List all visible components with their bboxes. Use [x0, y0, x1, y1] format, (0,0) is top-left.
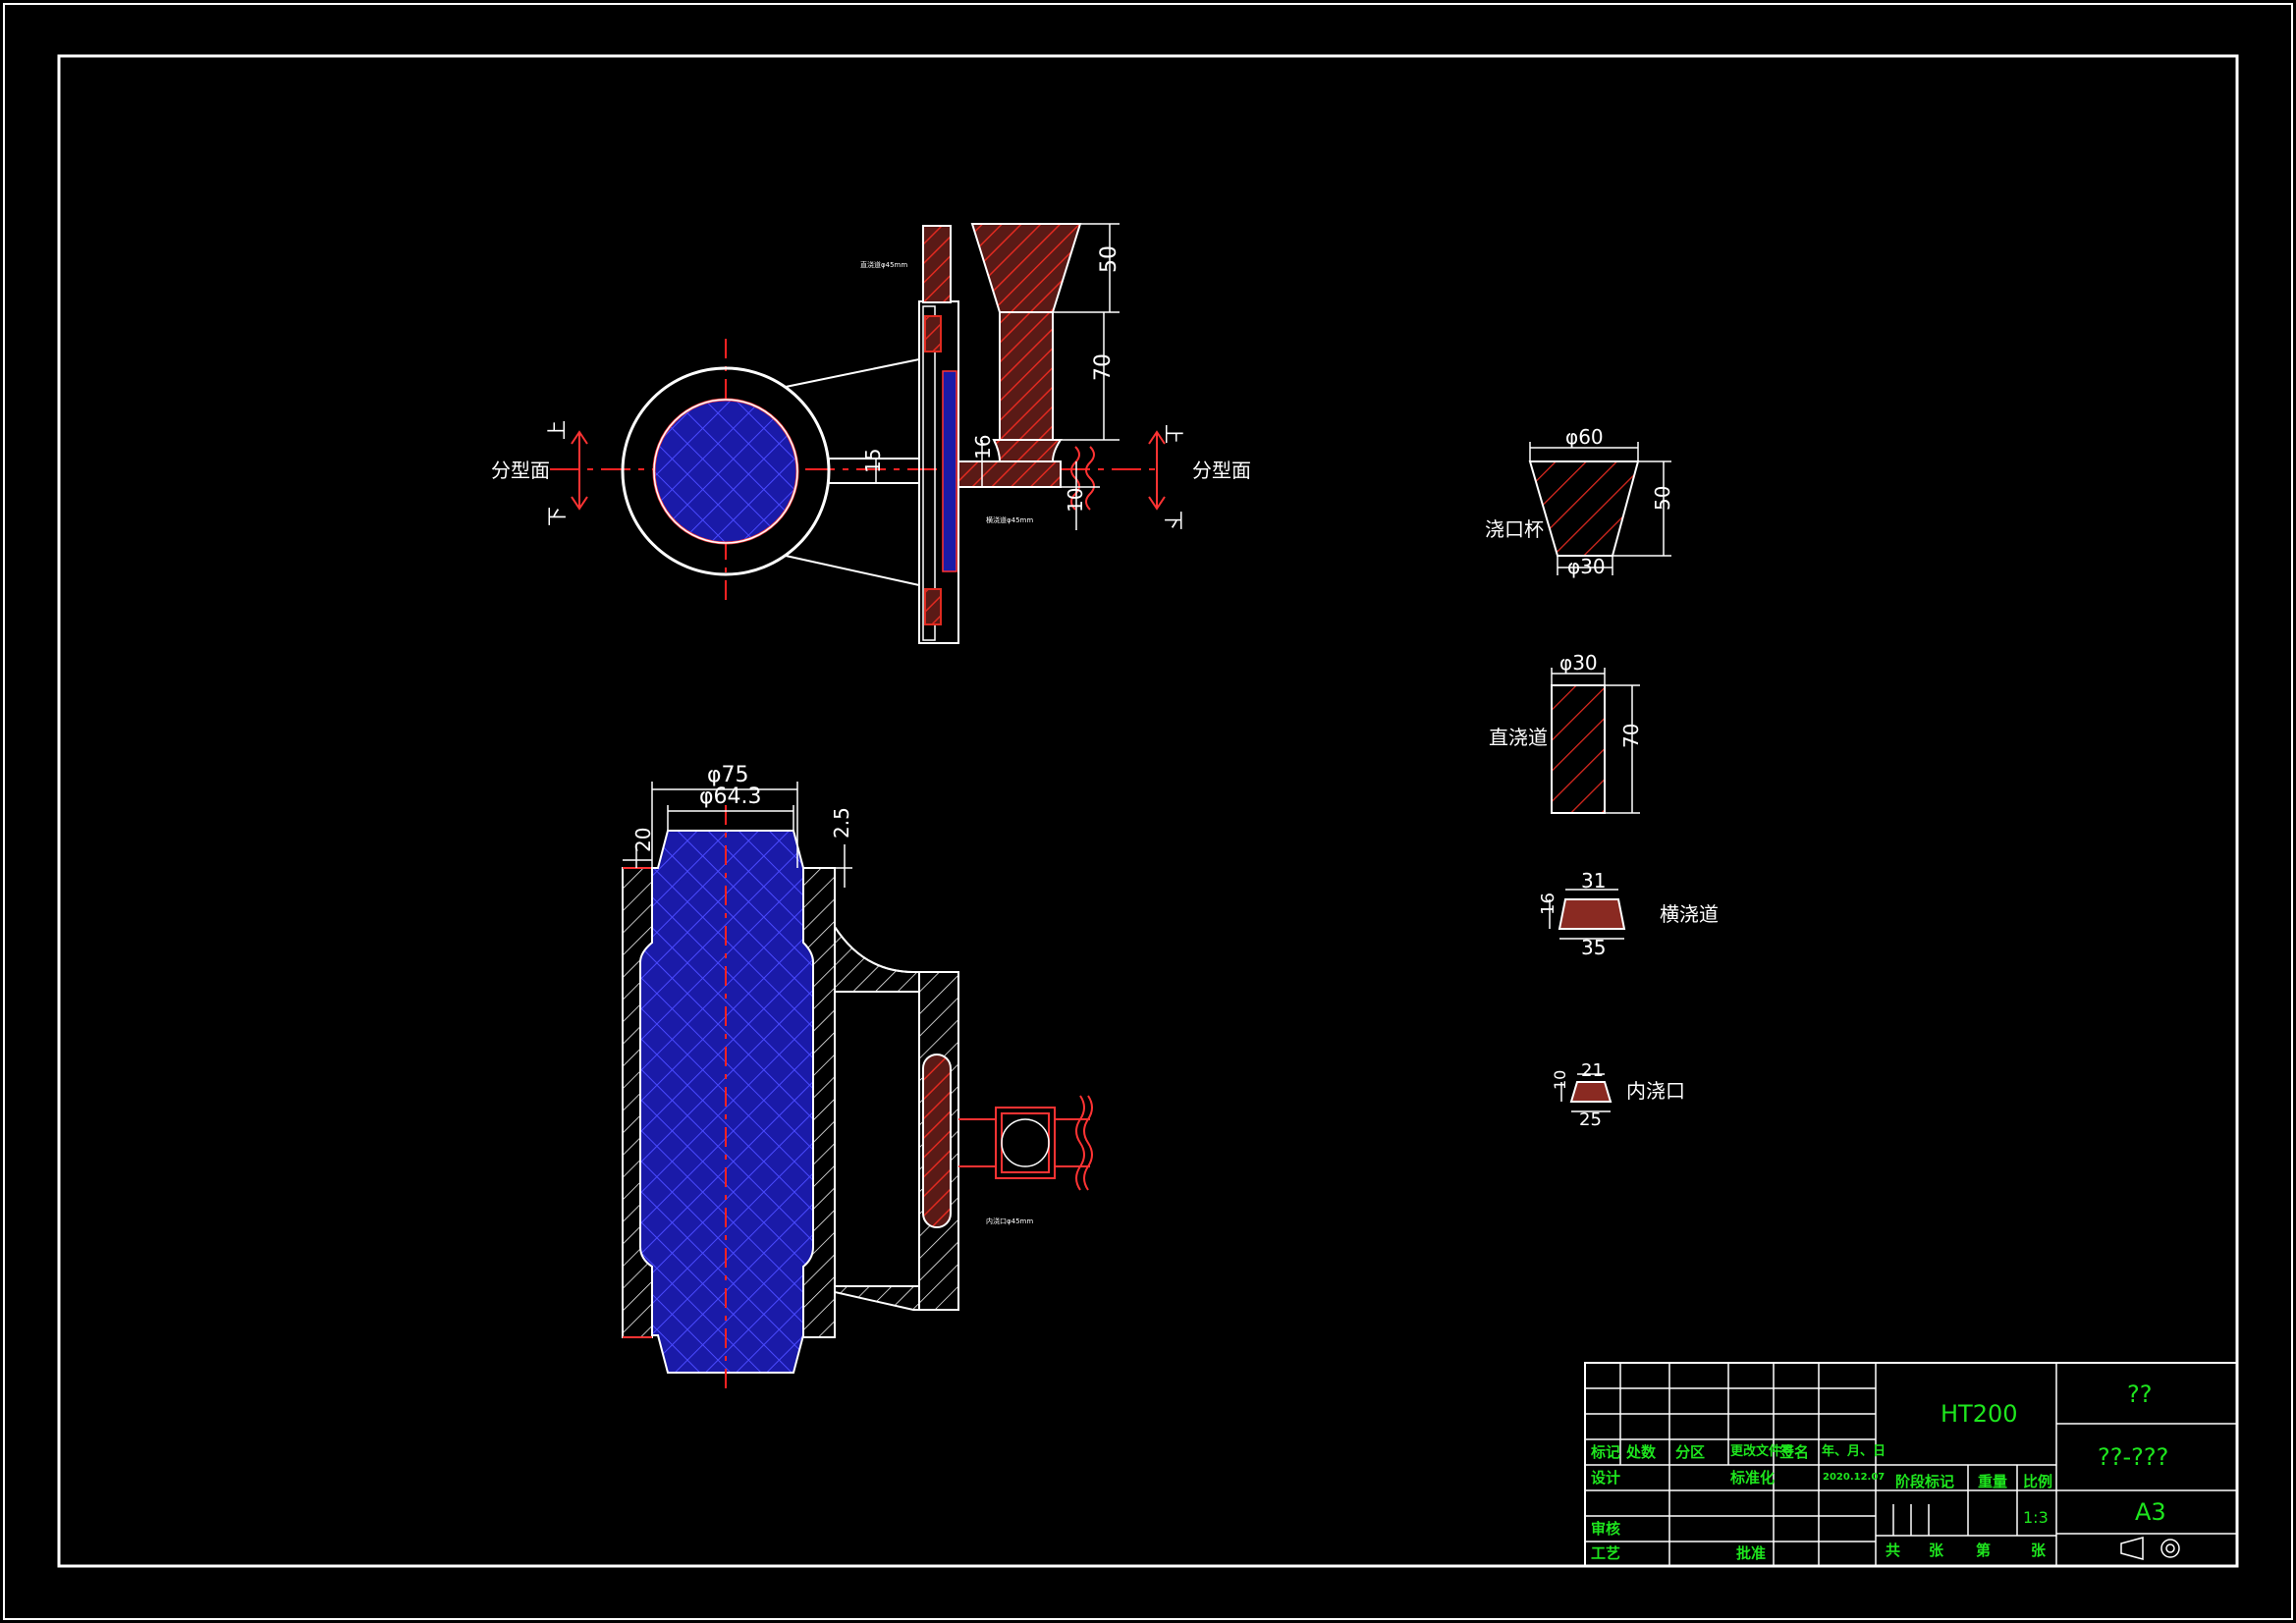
outer-border — [3, 3, 2293, 1620]
tb-sheet-total: 共 — [1886, 1542, 1901, 1559]
dim-flange-20: 20 — [631, 828, 655, 852]
cup-bottom-dia: φ30 — [1567, 555, 1606, 578]
tb-role-check: 审核 — [1591, 1520, 1621, 1538]
ingate-bottom-width: 25 — [1579, 1109, 1602, 1130]
ingate-top-width: 21 — [1581, 1060, 1604, 1081]
tb-part-name: ?? — [2127, 1380, 2153, 1408]
label-up-left: 上 — [545, 420, 569, 440]
tb-sheet-unit-2: 张 — [2031, 1542, 2047, 1559]
tb-material: HT200 — [1941, 1400, 2018, 1428]
sprue-dia: φ30 — [1559, 651, 1598, 675]
sprue-height: 70 — [1619, 724, 1643, 748]
dim-runner-16: 16 — [971, 435, 995, 460]
label-down-left: 下 — [545, 507, 569, 526]
runner-height: 16 — [1538, 893, 1558, 915]
runner-label: 横浇道 — [1660, 902, 1719, 926]
dim-neck-15: 15 — [861, 449, 885, 473]
note-top-1: 直浇道φ45mm — [860, 260, 907, 269]
tb-header-count: 处数 — [1626, 1443, 1657, 1461]
cup-top-dia: φ60 — [1565, 425, 1604, 449]
ingate-label: 内浇口 — [1626, 1079, 1685, 1103]
cup-label: 浇口杯 — [1485, 517, 1544, 541]
projection-symbol-icon — [2120, 1537, 2180, 1560]
tb-role-approve: 批准 — [1736, 1544, 1767, 1562]
tb-sheet-size: A3 — [2135, 1498, 2166, 1526]
tb-header-zone: 分区 — [1675, 1443, 1706, 1461]
tb-drawing-number: ??-??? — [2098, 1443, 2169, 1471]
label-down-right: 下 — [1162, 511, 1185, 530]
note-top-2: 横浇道φ45mm — [986, 515, 1033, 524]
tb-sheet-unit-1: 张 — [1929, 1542, 1944, 1559]
dim-riser-50: 50 — [1097, 245, 1121, 273]
dim-outer-dia: φ75 — [707, 763, 749, 787]
note-front: 内浇口φ45mm — [986, 1217, 1033, 1225]
front-view: φ75 φ64.3 20 2.5 内浇口φ45mm — [622, 763, 1093, 1394]
top-view: 上 下 分型面 上 下 分型面 50 70 16 10 15 直浇道φ45mm … — [491, 223, 1251, 644]
dim-sprue-70: 70 — [1091, 353, 1116, 381]
tb-weight: 重量 — [1978, 1473, 2008, 1490]
tb-scale-label: 比例 — [2023, 1473, 2053, 1490]
tb-role-standard: 标准化 — [1730, 1469, 1776, 1487]
detail-runner: 31 35 16 横浇道 — [1538, 869, 1719, 959]
detail-ingate: 21 25 10 内浇口 — [1551, 1060, 1685, 1130]
tb-header-mark: 标记 — [1591, 1443, 1621, 1461]
inner-frame — [57, 54, 2239, 1568]
label-up-right: 上 — [1162, 424, 1185, 444]
ingate-height: 10 — [1551, 1070, 1569, 1090]
cup-height: 50 — [1651, 486, 1674, 511]
dim-gate-10: 10 — [1064, 488, 1087, 513]
runner-top-width: 31 — [1581, 869, 1606, 893]
detail-pouring-cup: φ60 φ30 50 浇口杯 — [1485, 425, 1674, 578]
tb-header-sign: 签名 — [1779, 1443, 1810, 1461]
tb-stage-mark: 阶段标记 — [1895, 1473, 1955, 1490]
tb-header-doc: 更改文件号 — [1730, 1444, 1795, 1459]
tb-scale: 1:3 — [2023, 1508, 2049, 1527]
tb-role-design: 设计 — [1591, 1469, 1621, 1487]
dim-step-25: 2.5 — [830, 807, 853, 839]
dim-inner-dia: φ64.3 — [699, 784, 762, 809]
sprue-label: 直浇道 — [1489, 726, 1548, 749]
title-block-frame — [1584, 1362, 2238, 1567]
runner-bottom-width: 35 — [1581, 936, 1606, 959]
label-parting-left: 分型面 — [491, 459, 550, 482]
tb-header-date: 年、月、日 — [1822, 1444, 1886, 1459]
tb-date: 2020.12.07 — [1823, 1472, 1886, 1483]
tb-role-process: 工艺 — [1591, 1544, 1621, 1562]
detail-sprue: φ30 70 直浇道 — [1489, 651, 1643, 814]
label-parting-right: 分型面 — [1192, 459, 1251, 482]
tb-sheet-index: 第 — [1976, 1542, 1992, 1559]
